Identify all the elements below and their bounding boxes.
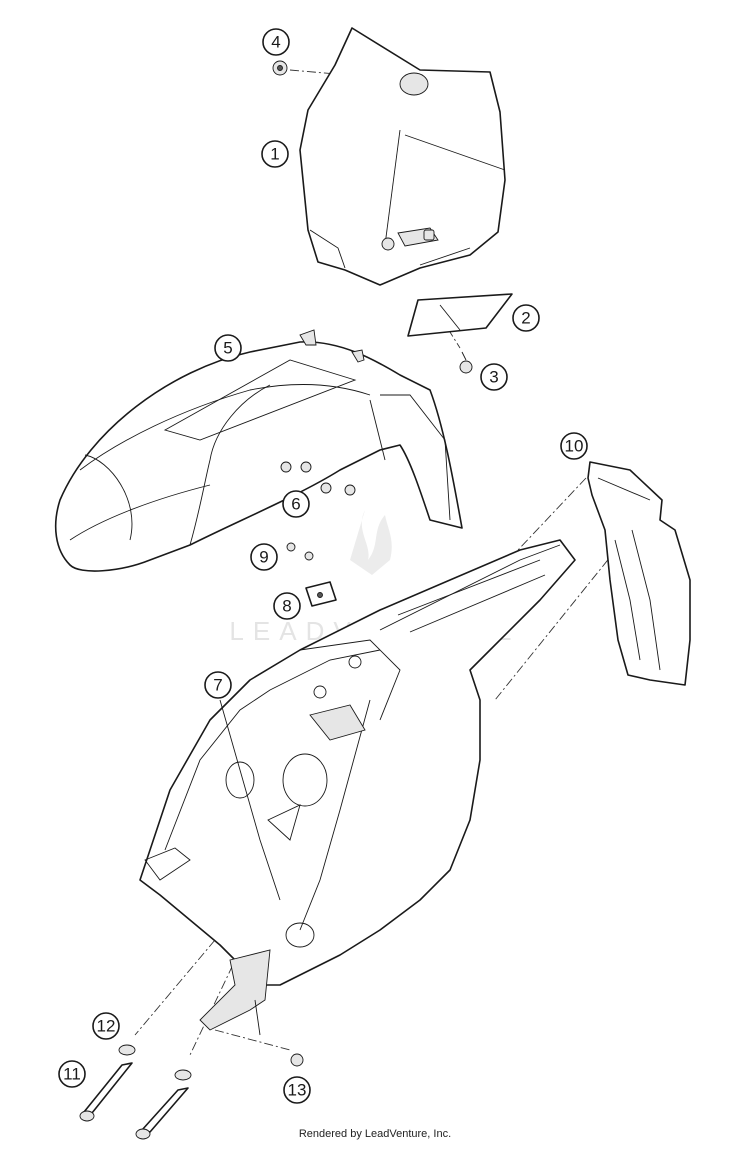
mud-flap [587, 461, 691, 686]
callout-5: 5 [214, 334, 242, 362]
bolt-set-11 [79, 1062, 189, 1140]
svg-text:4: 4 [271, 33, 280, 52]
callout-11: 11 [58, 1060, 86, 1088]
callout-9: 9 [250, 543, 278, 571]
washer-set-12 [118, 1044, 192, 1081]
callout-4: 4 [262, 28, 290, 56]
screw-set-9 [286, 542, 314, 561]
callout-3: 3 [480, 363, 508, 391]
footer-credit: Rendered by LeadVenture, Inc. [298, 1128, 452, 1140]
svg-text:8: 8 [282, 597, 291, 616]
callout-1: 1 [261, 140, 289, 168]
svg-text:5: 5 [223, 339, 232, 358]
svg-text:13: 13 [288, 1081, 307, 1100]
sticker-plate [407, 293, 513, 337]
callout-10: 10 [560, 432, 588, 460]
svg-text:1: 1 [270, 145, 279, 164]
nut-set-6 [280, 461, 356, 496]
svg-text:11: 11 [63, 1065, 81, 1084]
callout-2: 2 [512, 304, 540, 332]
svg-text:12: 12 [97, 1017, 116, 1036]
callout-7: 7 [204, 671, 232, 699]
screw-3 [459, 351, 473, 374]
callout-6: 6 [282, 490, 310, 518]
svg-text:3: 3 [489, 368, 498, 387]
number-plate [299, 27, 506, 286]
svg-text:7: 7 [213, 676, 222, 695]
svg-text:2: 2 [521, 309, 530, 328]
callout-12: 12 [92, 1012, 120, 1040]
clip-nut-4 [272, 60, 288, 76]
watermark-logo-icon [350, 510, 392, 575]
screw-13 [290, 1053, 304, 1067]
rear-fender [139, 539, 576, 1036]
svg-text:6: 6 [291, 495, 300, 514]
svg-text:9: 9 [259, 548, 268, 567]
callout-8: 8 [273, 592, 301, 620]
bracket-8 [305, 581, 337, 607]
svg-text:10: 10 [565, 437, 584, 456]
front-fender [54, 329, 463, 572]
callout-13: 13 [283, 1076, 311, 1104]
